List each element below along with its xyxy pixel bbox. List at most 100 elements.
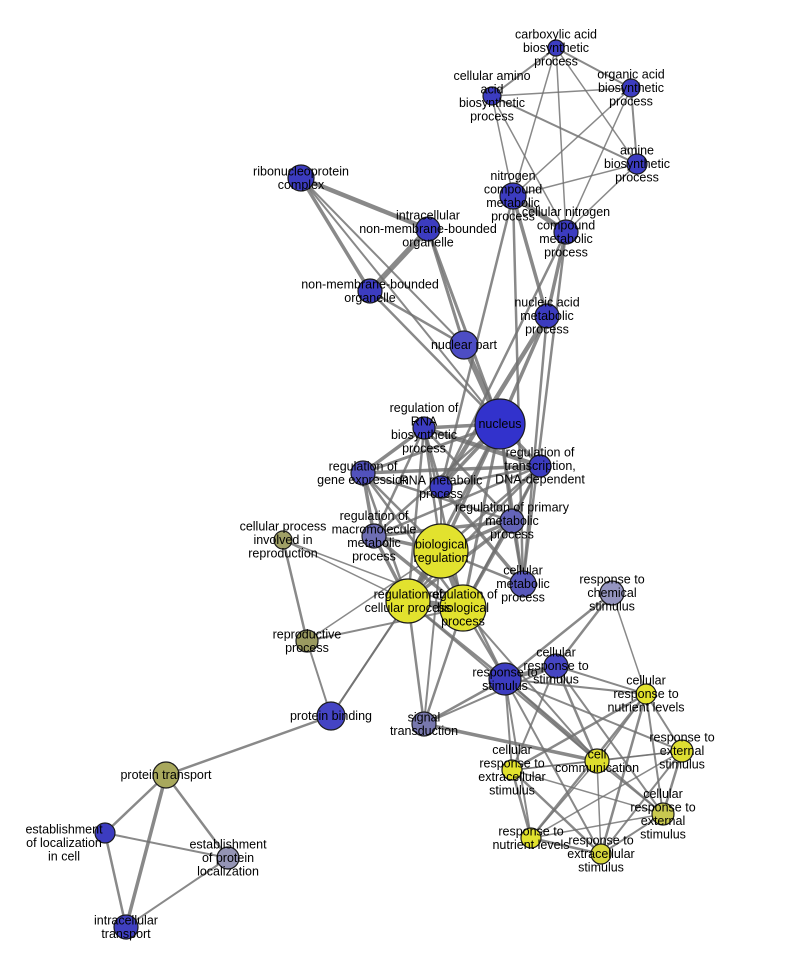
node-cpir[interactable] xyxy=(273,530,293,550)
edge-cab--caab xyxy=(491,47,557,97)
node-rpm[interactable] xyxy=(499,508,525,534)
edge-rtd--rge xyxy=(361,464,542,475)
edge-rge--rbp xyxy=(361,471,465,610)
node-pb[interactable] xyxy=(316,701,346,731)
node-rrb[interactable] xyxy=(412,416,436,440)
edge-nam--cmp xyxy=(521,314,549,586)
edge-nmbo--nucleus xyxy=(368,289,502,426)
node-cncm[interactable] xyxy=(553,219,579,245)
node-ncm[interactable] xyxy=(499,182,527,210)
node-st[interactable] xyxy=(411,711,437,737)
node-crnl[interactable] xyxy=(635,683,657,705)
node-it[interactable] xyxy=(113,914,139,940)
edge-cab--cncm xyxy=(555,47,567,233)
node-pt[interactable] xyxy=(152,761,180,789)
edge-pt--elc xyxy=(103,773,168,835)
node-label-nucleus: nucleus xyxy=(478,417,521,431)
edge-cc--recs xyxy=(596,760,602,855)
edge-epl--it xyxy=(125,857,229,928)
node-cmp[interactable] xyxy=(509,570,537,598)
edge-cab--ab xyxy=(555,47,638,165)
node-rmm[interactable] xyxy=(361,523,387,549)
edge-ab--ncm xyxy=(512,163,638,197)
node-oab[interactable] xyxy=(621,78,641,98)
node-crexts[interactable] xyxy=(651,802,675,826)
edge-caab--ncm xyxy=(491,95,514,197)
node-ab[interactable] xyxy=(626,153,648,175)
node-nam[interactable] xyxy=(534,303,560,329)
edge-ab--cncm xyxy=(565,163,638,233)
node-nucleus[interactable] xyxy=(474,398,526,450)
node-rs[interactable] xyxy=(488,662,522,696)
edge-rrb--rbp xyxy=(422,426,465,610)
node-recs[interactable] xyxy=(590,843,612,865)
node-rnl[interactable] xyxy=(520,827,542,849)
edge-rtd--rnam xyxy=(439,464,542,489)
node-elc[interactable] xyxy=(94,822,116,844)
node-rcs[interactable] xyxy=(599,580,625,606)
edge-rbp--rp xyxy=(306,607,464,642)
node-rnp[interactable] xyxy=(287,164,315,192)
node-layer xyxy=(94,39,694,940)
node-rp[interactable] xyxy=(295,629,319,653)
edge-rnl--recs xyxy=(529,836,603,856)
node-rge[interactable] xyxy=(350,460,376,486)
edge-cpir--rp xyxy=(281,538,309,643)
edge-rs--rnl xyxy=(504,678,532,839)
node-caab[interactable] xyxy=(482,86,502,106)
node-bioreg[interactable] xyxy=(413,523,469,579)
node-res[interactable] xyxy=(670,739,694,763)
node-crecs[interactable] xyxy=(501,759,523,781)
edge-cpir--rcp xyxy=(282,539,409,602)
edge-res--recs xyxy=(600,750,683,855)
edge-crexts--rnl xyxy=(530,813,664,839)
edge-cab--ncm xyxy=(512,47,557,197)
edge-cab--oab xyxy=(555,47,632,89)
edge-rrb--rpm xyxy=(422,426,514,523)
node-epl[interactable] xyxy=(216,846,240,870)
node-crs[interactable] xyxy=(543,653,569,679)
edge-crs--crecs xyxy=(511,665,557,771)
node-inmbo[interactable] xyxy=(415,216,441,242)
edge-rnp--inmbo xyxy=(298,175,431,232)
edge-oab--ab xyxy=(630,87,638,165)
node-cab[interactable] xyxy=(547,39,565,57)
edge-ncm--nam xyxy=(511,194,549,318)
node-rcp[interactable] xyxy=(385,578,431,624)
edge-crecs--crexts xyxy=(511,769,664,815)
node-rnam[interactable] xyxy=(429,475,453,499)
edge-rnp--npart xyxy=(300,177,465,346)
node-nmbo[interactable] xyxy=(357,278,383,304)
edge-cc--st xyxy=(422,722,599,763)
node-label-pt: protein transport xyxy=(120,768,212,782)
edge-crs--rcs xyxy=(554,591,614,668)
edge-elc--it xyxy=(103,831,128,929)
edge-layer xyxy=(103,47,684,929)
edge-rrb--rmm xyxy=(372,426,426,538)
node-rbp[interactable] xyxy=(439,584,487,632)
node-npart[interactable] xyxy=(449,330,479,360)
edge-crnl--recs xyxy=(599,692,648,856)
edge-rnp--nmbo xyxy=(299,176,372,293)
node-cc[interactable] xyxy=(584,748,610,774)
node-rtd[interactable] xyxy=(528,454,552,478)
